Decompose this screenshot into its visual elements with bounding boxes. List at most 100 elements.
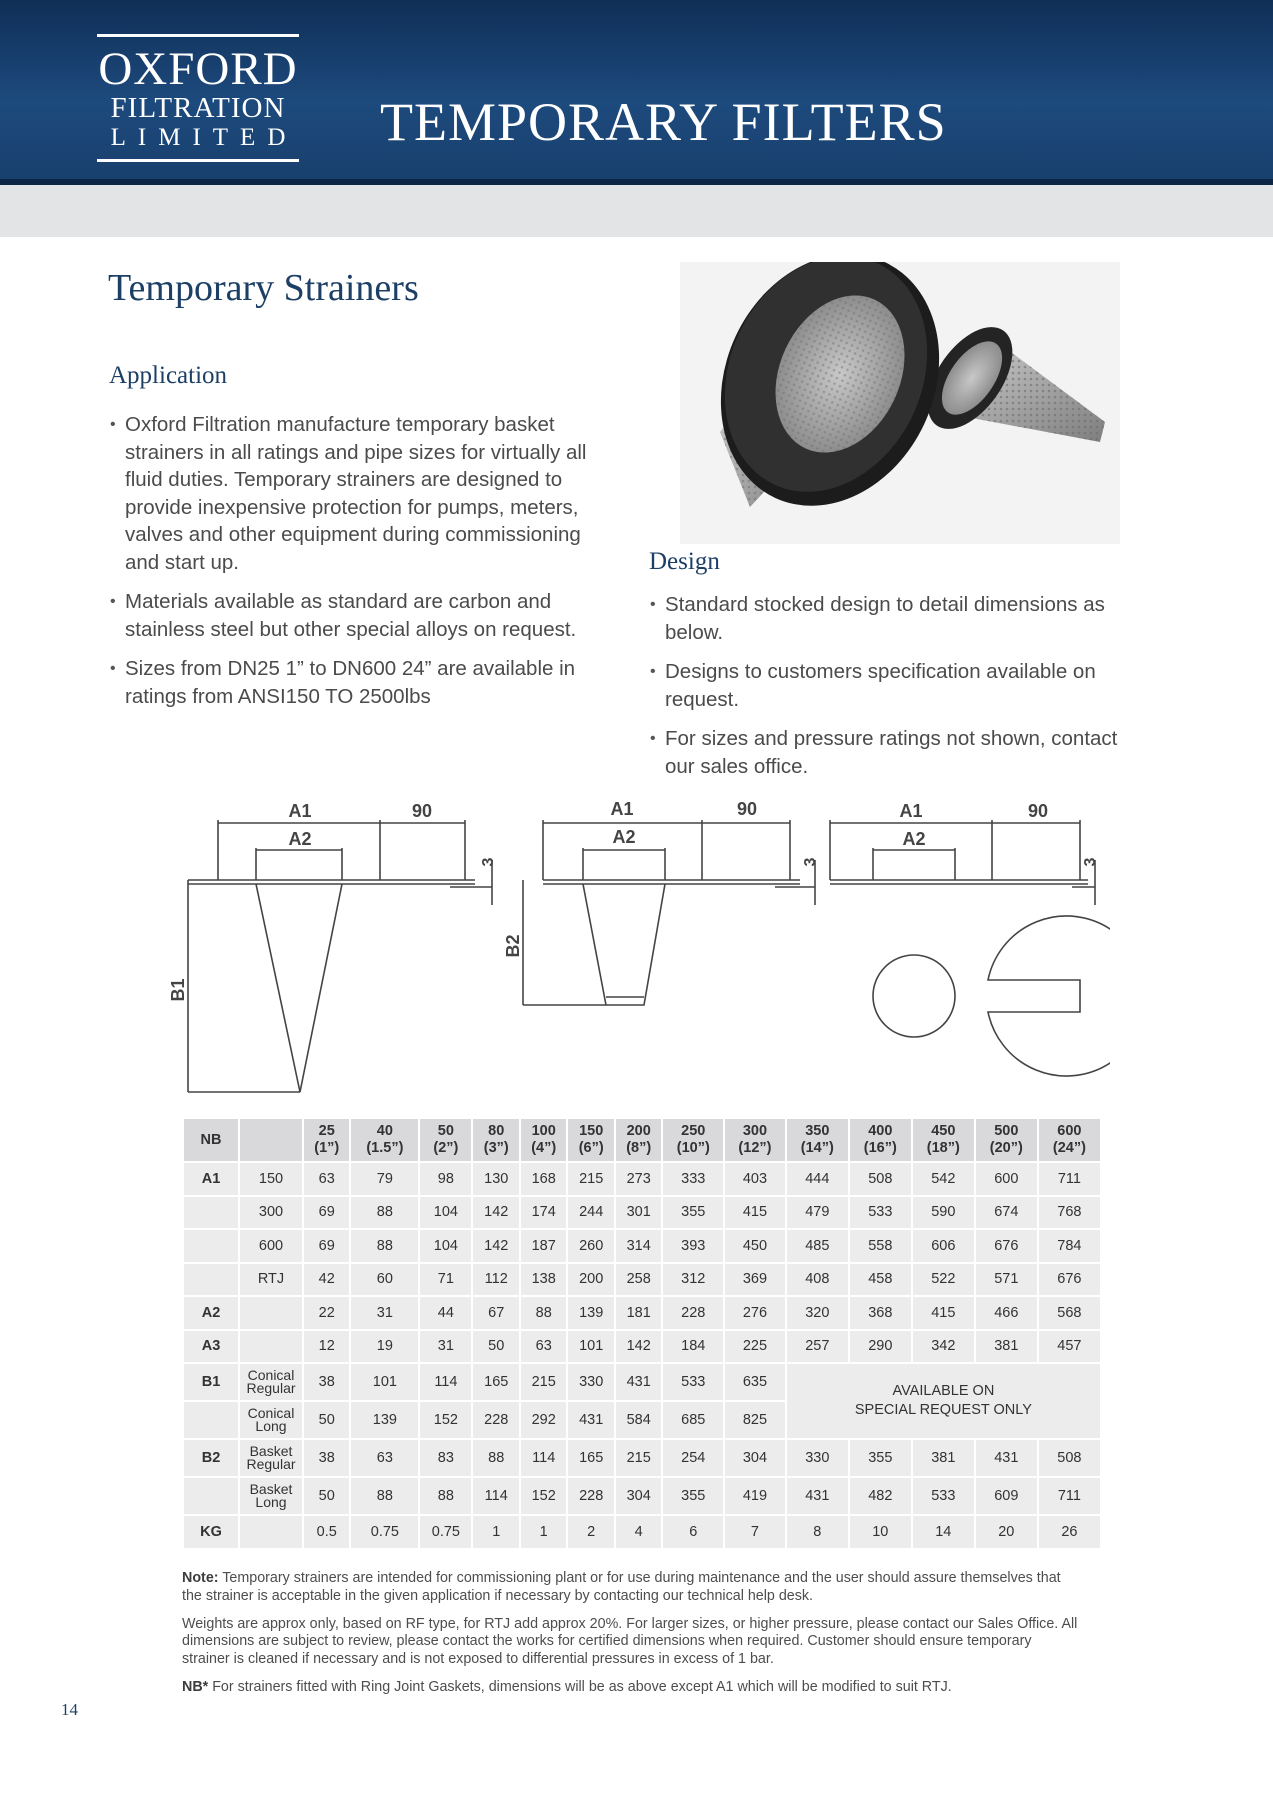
value-cell: 69 xyxy=(301,1194,352,1230)
size-mm: 50 xyxy=(437,1123,454,1139)
value-cell: 825 xyxy=(723,1400,787,1440)
svg-text:3: 3 xyxy=(1082,857,1099,866)
value-cell: 768 xyxy=(1036,1194,1103,1230)
header-size-cell: 100(4”) xyxy=(518,1117,569,1163)
value-cell: 215 xyxy=(518,1362,569,1402)
svg-text:A2: A2 xyxy=(612,827,635,847)
header-size-cell: 600(24”) xyxy=(1036,1117,1103,1163)
value-cell: 104 xyxy=(418,1228,474,1264)
value-cell: 50 xyxy=(301,1476,352,1516)
row-sub-cell xyxy=(238,1328,304,1364)
special-line-1: AVAILABLE ON xyxy=(892,1383,995,1399)
special-line-2: SPECIAL REQUEST ONLY xyxy=(854,1402,1032,1418)
value-cell: 19 xyxy=(349,1328,421,1364)
size-mm: 40 xyxy=(376,1123,393,1139)
value-cell: 304 xyxy=(723,1438,787,1478)
value-cell: 431 xyxy=(566,1400,616,1440)
sub-line-1: Conical xyxy=(247,1405,295,1421)
sub-line-2: Regular xyxy=(246,1456,296,1472)
value-cell: 330 xyxy=(566,1362,616,1402)
value-cell: 419 xyxy=(723,1476,787,1516)
value-cell: 165 xyxy=(471,1362,521,1402)
value-cell: 431 xyxy=(784,1476,850,1516)
value-cell: 292 xyxy=(518,1400,569,1440)
value-cell: 63 xyxy=(349,1438,421,1478)
value-cell: 2 xyxy=(566,1514,616,1550)
value-cell: 38 xyxy=(301,1438,352,1478)
value-cell: 112 xyxy=(471,1261,521,1297)
value-cell: 200 xyxy=(566,1261,616,1297)
value-cell: 355 xyxy=(661,1476,726,1516)
value-cell: 1 xyxy=(518,1514,569,1550)
value-cell: 225 xyxy=(723,1328,787,1364)
row-label-cell xyxy=(182,1400,240,1440)
value-cell: 784 xyxy=(1036,1228,1103,1264)
svg-text:90: 90 xyxy=(1028,801,1048,821)
value-cell: 257 xyxy=(784,1328,850,1364)
value-cell: 168 xyxy=(518,1161,569,1197)
value-cell: 330 xyxy=(784,1438,850,1478)
value-cell: 79 xyxy=(349,1161,421,1197)
value-cell: 215 xyxy=(613,1438,664,1478)
value-cell: 304 xyxy=(613,1476,664,1516)
logo-bottom-rule xyxy=(97,159,299,162)
size-inch: (14”) xyxy=(800,1140,834,1156)
row-label-cell xyxy=(182,1194,240,1230)
value-cell: 415 xyxy=(910,1295,976,1331)
value-cell: 258 xyxy=(613,1261,664,1297)
header-size-cell: 350(14”) xyxy=(784,1117,850,1163)
row-label-cell: B2 xyxy=(182,1438,240,1478)
row-label-cell: A2 xyxy=(182,1295,240,1331)
value-cell: 6 xyxy=(661,1514,726,1550)
size-inch: (6”) xyxy=(578,1140,604,1156)
size-inch: (12”) xyxy=(738,1140,772,1156)
page-header: OXFORD FILTRATION LIMITED TEMPORARY FILT… xyxy=(0,0,1273,185)
value-cell: 88 xyxy=(518,1295,569,1331)
row-label-cell xyxy=(182,1228,240,1264)
row-sub-cell: RTJ xyxy=(238,1261,304,1297)
value-cell: 50 xyxy=(471,1328,521,1364)
drawing-labels: A1 90 A2 A1 90 A2 A1 90 A2 3 3 3 B1 B2 xyxy=(168,799,1099,1002)
logo-line-2: FILTRATION xyxy=(110,92,286,124)
value-cell: 14 xyxy=(910,1514,976,1550)
header-blank-cell xyxy=(238,1117,304,1163)
page-number: 14 xyxy=(61,1700,78,1719)
value-cell: 228 xyxy=(471,1400,521,1440)
value-cell: 244 xyxy=(566,1194,616,1230)
value-cell: 381 xyxy=(973,1328,1039,1364)
document-title: TEMPORARY FILTERS xyxy=(380,92,947,152)
value-cell: 685 xyxy=(661,1400,726,1440)
header-size-cell: 450(18”) xyxy=(910,1117,976,1163)
size-mm: 600 xyxy=(1057,1123,1082,1139)
value-cell: 600 xyxy=(973,1161,1039,1197)
value-cell: 187 xyxy=(518,1228,569,1264)
conical-strainer-drawing xyxy=(187,820,493,1093)
dimension-drawings: A1 90 A2 A1 90 A2 A1 90 A2 3 3 3 B1 B2 xyxy=(168,799,1110,1093)
value-cell: 130 xyxy=(471,1161,521,1197)
ring-plate-drawing xyxy=(829,820,1110,1077)
value-cell: 403 xyxy=(723,1161,787,1197)
company-logo: OXFORD FILTRATION LIMITED xyxy=(97,34,299,162)
value-cell: 10 xyxy=(847,1514,913,1550)
value-cell: 50 xyxy=(301,1400,352,1440)
svg-text:A2: A2 xyxy=(288,829,311,849)
value-cell: 415 xyxy=(723,1194,787,1230)
value-cell: 152 xyxy=(418,1400,474,1440)
note-paragraph: Note: Temporary strainers are intended f… xyxy=(182,1570,1082,1606)
value-cell: 368 xyxy=(847,1295,913,1331)
value-cell: 8 xyxy=(784,1514,850,1550)
value-cell: 609 xyxy=(973,1476,1039,1516)
size-mm: 200 xyxy=(626,1123,651,1139)
value-cell: 174 xyxy=(518,1194,569,1230)
notes-block: Note: Temporary strainers are intended f… xyxy=(182,1570,1082,1707)
sub-line-2: Long xyxy=(255,1418,287,1434)
value-cell: 444 xyxy=(784,1161,850,1197)
